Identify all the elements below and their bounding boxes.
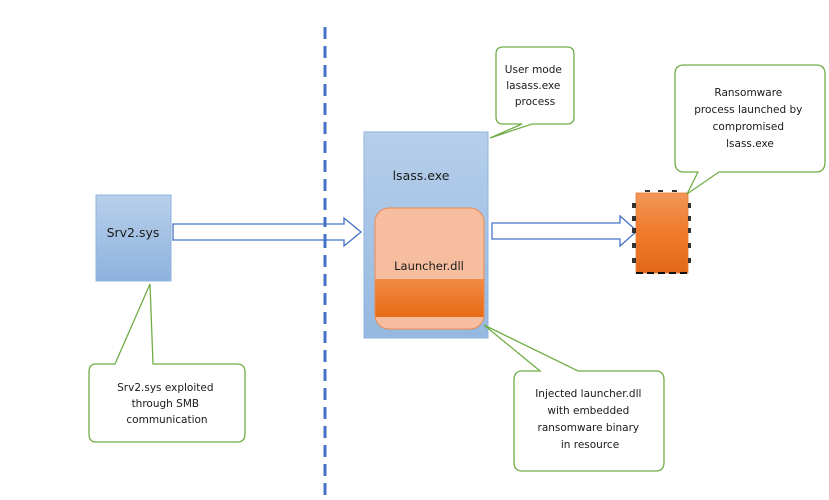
callout-srv2-line-3: communication [126, 414, 207, 426]
selection-handles [632, 190, 691, 263]
launcher-dll-label: Launcher.dll [394, 259, 464, 273]
callout-srv2-exploit: Srv2.sys exploited through SMB communica… [88, 283, 246, 443]
callout-ransomware-line-3: compromised [713, 121, 784, 133]
svg-text:Srv2.sys exploited throu: Srv2.sys exploited through SMB communica… [117, 382, 217, 426]
callout-ransomware-line-4: lsass.exe [726, 138, 774, 150]
callout-user-mode-line-1: User mode [505, 64, 562, 76]
callout-srv2-line-1: Srv2.sys exploited [117, 382, 213, 394]
callout-ransomware-process: Ransomware process launched by compromis… [674, 64, 826, 195]
callout-user-mode-line-2: lasass.exe [506, 80, 560, 92]
arrow-srv2-to-lsass [172, 216, 363, 248]
srv2-label: Srv2.sys [107, 225, 160, 240]
lsass-label: lsass.exe [393, 168, 450, 183]
arrow-lsass-to-ransomware [491, 214, 638, 248]
callout-injected-line-3: ransomware binary [538, 422, 640, 434]
callout-user-mode-line-3: process [515, 96, 555, 108]
callout-injected-line-1: Injected launcher.dll [535, 388, 641, 400]
svg-text:Ransomware process launc: Ransomware process launched by compromis… [694, 87, 805, 150]
callout-ransomware-line-2: process launched by [694, 104, 802, 116]
callout-srv2-line-2: through SMB [132, 398, 200, 410]
svg-text:User mode lasass.exe: User mode lasass.exe process [505, 64, 565, 108]
callout-injected-line-4: in resource [561, 439, 619, 451]
callout-ransomware-line-1: Ransomware [714, 87, 782, 99]
ransomware-process-node [632, 190, 691, 274]
callout-injected-line-2: with embedded [547, 405, 629, 417]
srv2-node: Srv2.sys [95, 194, 172, 282]
svg-text:Injected launcher.dll wi: Injected launcher.dll with embedded rans… [535, 388, 645, 451]
callout-injected-dll: Injected launcher.dll with embedded rans… [483, 324, 665, 472]
launcher-dll-node: Launcher.dll [374, 207, 485, 330]
callout-user-mode: User mode lasass.exe process [489, 46, 575, 139]
